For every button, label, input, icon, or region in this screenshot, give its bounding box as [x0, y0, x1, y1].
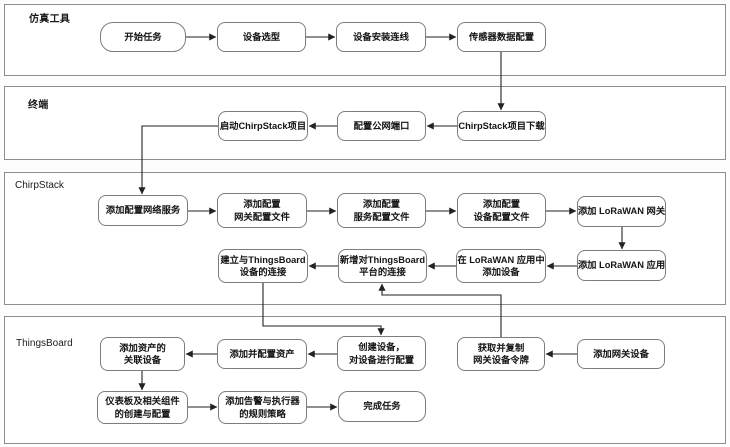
node-dashboard-components: 仪表板及相关组件的创建与配置	[97, 391, 188, 424]
node-start-task-label-line: 开始任务	[124, 31, 162, 42]
node-add-thingsboard-connection-label-line: 新增对ThingsBoard	[339, 254, 426, 265]
node-chirpstack-project-download-label-line: ChirpStack项目下载	[458, 120, 545, 131]
node-add-gateway-config-file-label-line: 添加配置	[243, 199, 281, 210]
node-get-copy-gateway-token-label-line: 网关设备令牌	[473, 355, 529, 365]
node-establish-device-connection-label-line: 建立与ThingsBoard	[220, 254, 306, 265]
node-add-lorawan-app: 添加 LoRaWAN 应用	[577, 250, 666, 281]
node-add-device-in-lorawan-app-label-line: 添加设备	[482, 267, 520, 277]
edge-get-copy-gateway-token-to-add-thingsboard-connection	[378, 283, 502, 337]
node-add-configure-asset: 添加并配置资产	[217, 339, 307, 369]
node-device-install-wiring: 设备安装连线	[336, 22, 426, 52]
node-add-device-config-file-label-line: 设备配置文件	[473, 211, 530, 222]
node-add-gateway-device: 添加网关设备	[577, 339, 665, 369]
node-add-asset-linked-devices-label-line: 添加资产的	[119, 342, 166, 353]
node-device-install-wiring-label-line: 设备安装连线	[353, 31, 409, 42]
node-add-gateway-config-file: 添加配置网关配置文件	[217, 193, 307, 228]
node-sensor-data-config: 传感器数据配置	[457, 22, 546, 52]
node-dashboard-components-label-line: 仪表板及相关组件	[105, 396, 180, 407]
node-get-copy-gateway-token-label-line: 获取并复制	[477, 342, 525, 353]
node-add-lorawan-app-label-line: 添加 LoRaWAN 应用	[577, 260, 666, 271]
node-add-thingsboard-connection-label-line: 平台的连接	[359, 267, 406, 277]
node-device-selection: 设备选型	[217, 22, 306, 52]
node-add-network-service-label-line: 添加配置网络服务	[105, 205, 181, 216]
node-start-task: 开始任务	[100, 22, 186, 52]
node-alarm-actuator-rules-label-line: 的规则策略	[239, 408, 286, 419]
node-config-public-port-label-line: 配置公网端口	[353, 120, 410, 131]
node-establish-device-connection-label-line: 设备的连接	[239, 267, 287, 277]
node-complete-task: 完成任务	[338, 391, 426, 422]
node-create-and-configure-device: 创建设备，对设备进行配置	[337, 336, 426, 371]
node-start-chirpstack-project-label-line: 启动ChirpStack项目	[219, 120, 307, 131]
node-create-and-configure-device-label-line: 对设备进行配置	[348, 354, 415, 365]
node-config-public-port: 配置公网端口	[337, 111, 426, 141]
node-add-device-in-lorawan-app: 在 LoRaWAN 应用中添加设备	[456, 249, 546, 283]
node-add-configure-asset-label-line: 添加并配置资产	[229, 348, 295, 359]
node-dashboard-components-label-line: 的创建与配置	[114, 408, 171, 419]
node-add-device-config-file-label-line: 添加配置	[482, 199, 521, 210]
edge-establish-device-connection-to-create-and-configure-device	[262, 283, 385, 336]
node-start-chirpstack-project: 启动ChirpStack项目	[218, 111, 308, 141]
lane-thingsboard-label: ThingsBoard	[16, 338, 73, 349]
node-get-copy-gateway-token: 获取并复制网关设备令牌	[457, 337, 545, 371]
node-add-service-config-file: 添加配置服务配置文件	[337, 193, 426, 228]
node-create-and-configure-device-label-line: 创建设备，	[358, 342, 405, 353]
node-add-service-config-file-label-line: 服务配置文件	[353, 211, 410, 222]
node-chirpstack-project-download: ChirpStack项目下载	[457, 111, 546, 141]
node-add-gateway-device-label-line: 添加网关设备	[593, 348, 649, 359]
node-add-device-config-file: 添加配置设备配置文件	[457, 193, 546, 228]
node-alarm-actuator-rules: 添加告警与执行器的规则策略	[218, 391, 307, 424]
node-add-asset-linked-devices: 添加资产的关联设备	[100, 337, 185, 371]
node-device-selection-label-line: 设备选型	[242, 31, 281, 42]
node-add-device-in-lorawan-app-label-line: 在 LoRaWAN 应用中	[457, 254, 545, 265]
node-add-service-config-file-label-line: 添加配置	[362, 199, 401, 210]
node-add-lorawan-gateway-label-line: 添加 LoRaWAN 网关	[577, 206, 666, 217]
node-alarm-actuator-rules-label-line: 添加告警与执行器	[225, 396, 300, 407]
lane-terminal-label: 终端	[28, 100, 49, 111]
node-add-gateway-config-file-label-line: 网关配置文件	[234, 211, 290, 222]
node-add-network-service: 添加配置网络服务	[98, 195, 188, 226]
lane-simulation-tool-label: 仿真工具	[29, 14, 71, 25]
node-add-thingsboard-connection: 新增对ThingsBoard 平台的连接	[338, 249, 427, 283]
edge-start-chirpstack-project-to-add-network-service	[138, 125, 218, 195]
node-add-lorawan-gateway: 添加 LoRaWAN 网关	[577, 196, 666, 227]
node-complete-task-label-line: 完成任务	[363, 401, 401, 412]
node-establish-device-connection: 建立与ThingsBoard 设备的连接	[218, 249, 308, 283]
node-add-asset-linked-devices-label-line: 关联设备	[123, 355, 162, 365]
node-sensor-data-config-label-line: 传感器数据配置	[468, 31, 535, 42]
lane-chirpstack-label: ChirpStack	[15, 180, 64, 191]
